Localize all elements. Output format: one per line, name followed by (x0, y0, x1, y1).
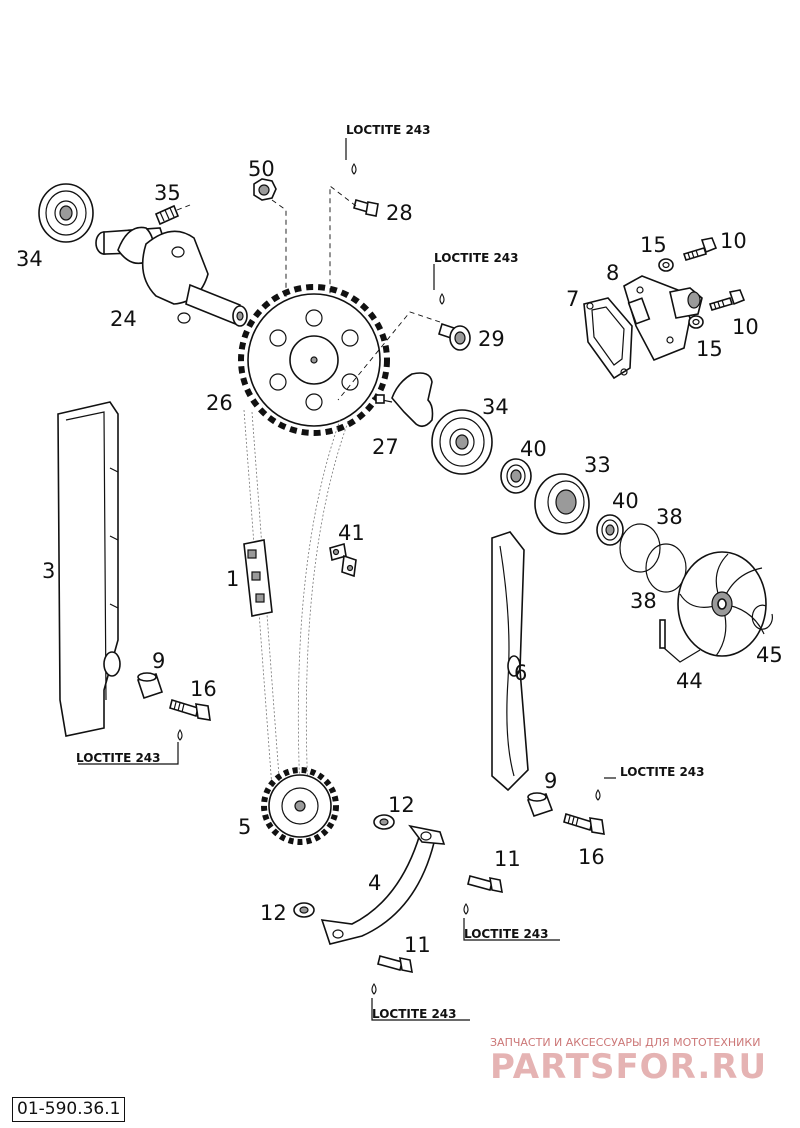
part-45-circlip (751, 604, 773, 630)
part-29-plug (337, 311, 471, 401)
callout-9-left: 9 (152, 649, 165, 673)
callout-35: 35 (154, 181, 181, 205)
callout-4: 4 (368, 871, 381, 895)
part-40-seal-a (500, 458, 532, 494)
part-8-tensioner (623, 275, 703, 362)
part-10-bolt-upper (682, 237, 718, 261)
part-27-lever (371, 372, 434, 428)
callout-26: 26 (206, 391, 233, 415)
loctite-leaders (78, 138, 616, 1021)
callout-16-right: 16 (578, 845, 605, 869)
part-7-gasket (583, 297, 633, 380)
part-9-sleeve-right (526, 792, 554, 818)
callout-11-lower: 11 (404, 933, 431, 957)
part-6-tensioner-rail (491, 531, 529, 792)
callout-45: 45 (756, 643, 783, 667)
callout-12-lower: 12 (260, 901, 287, 925)
part-1-chain-link (243, 539, 273, 617)
loctite-note-29: LOCTITE 243 (434, 251, 519, 265)
callout-7: 7 (566, 287, 579, 311)
part-3-chain-guide (57, 401, 121, 737)
callout-11-upper: 11 (494, 847, 521, 871)
loctite-note-11-upper: LOCTITE 243 (464, 927, 549, 941)
callout-5: 5 (238, 815, 251, 839)
part-34-bearing-middle (431, 409, 493, 475)
callout-28: 28 (386, 201, 413, 225)
callout-12-upper: 12 (388, 793, 415, 817)
callout-15-lower: 15 (696, 337, 723, 361)
callout-34-upper: 34 (16, 247, 43, 271)
part-9-sleeve-left (136, 672, 164, 700)
callout-50: 50 (248, 157, 275, 181)
part-28-bolt (329, 185, 379, 296)
callout-38-b: 38 (630, 589, 657, 613)
callout-24: 24 (110, 307, 137, 331)
loctite-note-11-lower: LOCTITE 243 (372, 1007, 457, 1021)
part-41-link-clip (329, 542, 357, 578)
callout-27: 27 (372, 435, 399, 459)
part-26-cam-sprocket (238, 284, 390, 436)
callout-9-right: 9 (544, 769, 557, 793)
callout-34-middle: 34 (482, 395, 509, 419)
part-44-impeller (659, 551, 767, 663)
part-16-bolt-right (563, 789, 605, 835)
callout-15-upper: 15 (640, 233, 667, 257)
part-4-lower-guide (320, 824, 446, 945)
loctite-note-28: LOCTITE 243 (346, 123, 431, 137)
diagram-reference-number: 01-590.36.1 (12, 1097, 126, 1122)
part-11-bolt-lower (371, 955, 413, 995)
callout-40-b: 40 (612, 489, 639, 513)
part-15-washer-upper (658, 258, 674, 272)
callout-38-a: 38 (656, 505, 683, 529)
loctite-note-16-right: LOCTITE 243 (620, 765, 705, 779)
callout-6: 6 (514, 661, 527, 685)
loctite-note-16-left: LOCTITE 243 (76, 751, 161, 765)
callout-1: 1 (226, 567, 239, 591)
callout-41: 41 (338, 521, 365, 545)
part-34-bearing-upper (38, 183, 94, 243)
callout-16-left: 16 (190, 677, 217, 701)
callout-10-upper: 10 (720, 229, 747, 253)
part-38-o-rings (619, 523, 687, 593)
callout-44: 44 (676, 669, 703, 693)
part-11-bolt-upper (463, 875, 503, 915)
callout-10-lower: 10 (732, 315, 759, 339)
watermark-tagline: ЗАПЧАСТИ И АКСЕССУАРЫ ДЛЯ МОТОТЕХНИКИ (490, 1036, 760, 1049)
part-5-crank-sprocket (261, 767, 339, 845)
watermark-brand: PARTSFOR.RU (490, 1047, 767, 1087)
part-35-spring (154, 204, 191, 226)
part-40-seal-b (596, 514, 624, 546)
loctite-drop-28 (351, 163, 357, 175)
part-12-sleeve-lower (293, 902, 315, 918)
loctite-drop-29 (439, 293, 445, 305)
part-24-camshaft (95, 226, 248, 327)
part-50-nut (253, 178, 287, 300)
callout-29: 29 (478, 327, 505, 351)
part-12-sleeve-upper (373, 814, 395, 830)
callout-40-a: 40 (520, 437, 547, 461)
part-10-bolt-lower (708, 289, 746, 311)
part-33-seal (534, 473, 590, 535)
callout-33: 33 (584, 453, 611, 477)
part-15-washer-lower (688, 315, 704, 329)
callout-3: 3 (42, 559, 55, 583)
callout-8: 8 (606, 261, 619, 285)
part-16-bolt-left (169, 698, 211, 741)
